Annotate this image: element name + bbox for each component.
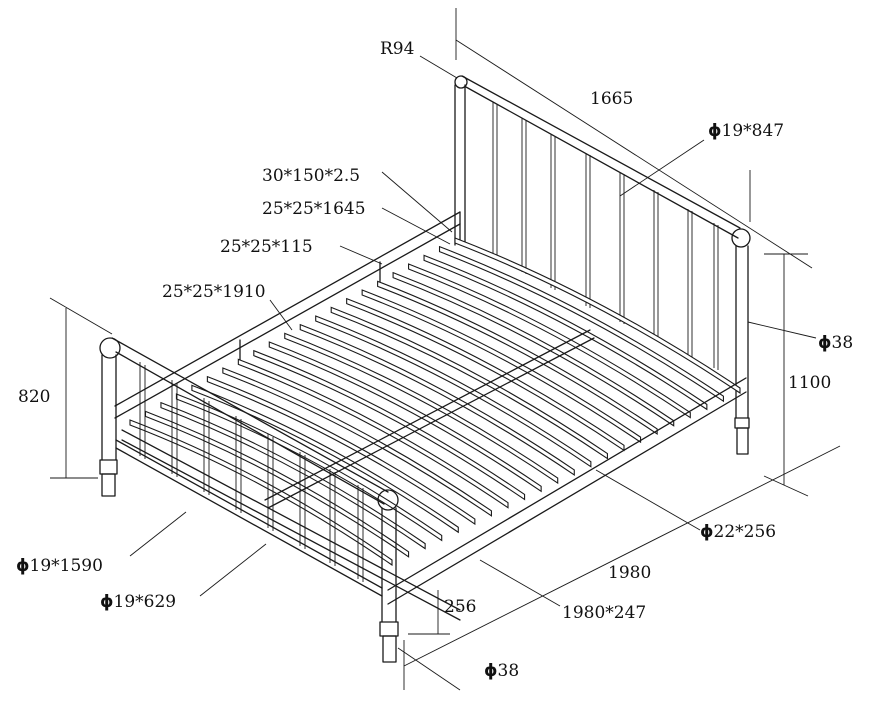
slat [299,323,575,476]
label-side-1980: 1980*247 [562,603,646,623]
slat [377,280,658,435]
label-rod-head: ϕ19*847 [708,121,784,141]
label-1980: 1980 [608,563,651,583]
label-slat: 30*150*2.5 [262,166,360,186]
label-leg-right: ϕ38 [818,333,853,353]
center-support [264,329,595,509]
slat [253,349,526,501]
slat [160,401,426,550]
label-rail-1910: 25*25*1910 [162,282,266,302]
slat [222,367,492,517]
dimension-labels: R94 1665 ϕ19*847 30*150*2.5 25*25*1645 2… [16,39,853,681]
slat [284,332,559,485]
label-rail-115: 25*25*115 [220,237,313,257]
label-rod-foot: ϕ19*1590 [16,556,103,576]
slat [144,410,410,558]
slat [175,393,443,542]
label-1100: 1100 [788,373,831,393]
slat [206,375,476,526]
label-rail-1645: 25*25*1645 [262,199,366,219]
slat [392,271,675,427]
slat [129,419,393,567]
label-820: 820 [18,387,50,407]
label-r94: R94 [380,39,414,59]
front-side-rail [121,377,747,621]
diameter-symbol: ϕ [708,121,722,141]
slat [315,315,592,468]
label-256: 256 [444,597,476,617]
headboard-rods [492,102,719,370]
slat [346,297,625,452]
headboard [454,75,751,455]
slat [408,263,691,419]
slat [361,289,642,444]
slat [454,237,741,395]
slat [191,384,459,534]
footboard [99,337,399,663]
label-rod-side: ϕ22*256 [700,522,776,542]
slat [330,306,608,460]
leader-lines [129,55,817,607]
slats [129,237,741,567]
slat [237,358,509,509]
footboard-rods [139,362,364,582]
slat [268,341,542,493]
dimension-lines [49,8,841,691]
label-rod-foot2: ϕ19*629 [100,592,176,612]
label-leg-front: ϕ38 [484,661,519,681]
label-1665: 1665 [590,89,633,109]
back-side-rail [114,211,461,419]
slat [438,245,724,403]
slat [423,254,708,411]
